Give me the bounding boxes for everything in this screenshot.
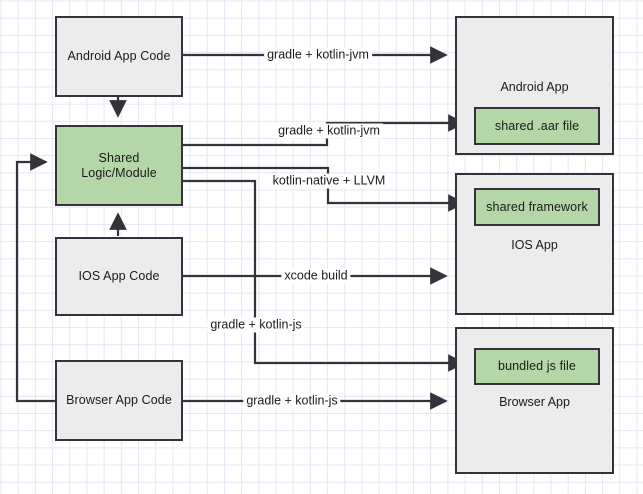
panel-android-app[interactable]: Android App shared .aar file: [455, 16, 614, 155]
panel-ios-app[interactable]: shared framework IOS App: [455, 173, 614, 315]
panel-android-app-label: Android App: [500, 80, 569, 94]
edge-browser-code-to-shared: [15, 153, 55, 403]
edge-label-android-code-to-android-app: gradle + kotlin-jvm: [264, 47, 372, 63]
edge-label-shared-to-aar: gradle + kotlin-jvm: [275, 123, 383, 139]
shared-module-label-line2: Logic/Module: [81, 165, 157, 180]
panel-ios-app-label: IOS App: [511, 238, 558, 252]
node-shared-logic-module[interactable]: Shared Logic/Module: [55, 125, 183, 206]
node-android-app-code[interactable]: Android App Code: [55, 16, 183, 97]
artifact-bundled-js-file[interactable]: bundled js file: [474, 348, 600, 385]
artifact-shared-aar-file[interactable]: shared .aar file: [474, 107, 600, 145]
panel-browser-app[interactable]: bundled js file Browser App: [455, 327, 614, 474]
shared-module-label-line1: Shared: [98, 150, 140, 165]
edge-label-shared-to-bundled-js: gradle + kotlin-js: [207, 317, 305, 333]
edge-label-shared-to-framework: kotlin-native + LLVM: [269, 173, 389, 189]
node-browser-app-code[interactable]: Browser App Code: [55, 360, 183, 441]
node-ios-app-code[interactable]: IOS App Code: [55, 237, 183, 316]
artifact-shared-framework[interactable]: shared framework: [474, 188, 600, 226]
panel-browser-app-label: Browser App: [499, 395, 570, 409]
edge-label-ios-code-to-ios-app: xcode build: [281, 268, 351, 284]
edge-label-browser-code-to-browser-app: gradle + kotlin-js: [243, 393, 341, 409]
